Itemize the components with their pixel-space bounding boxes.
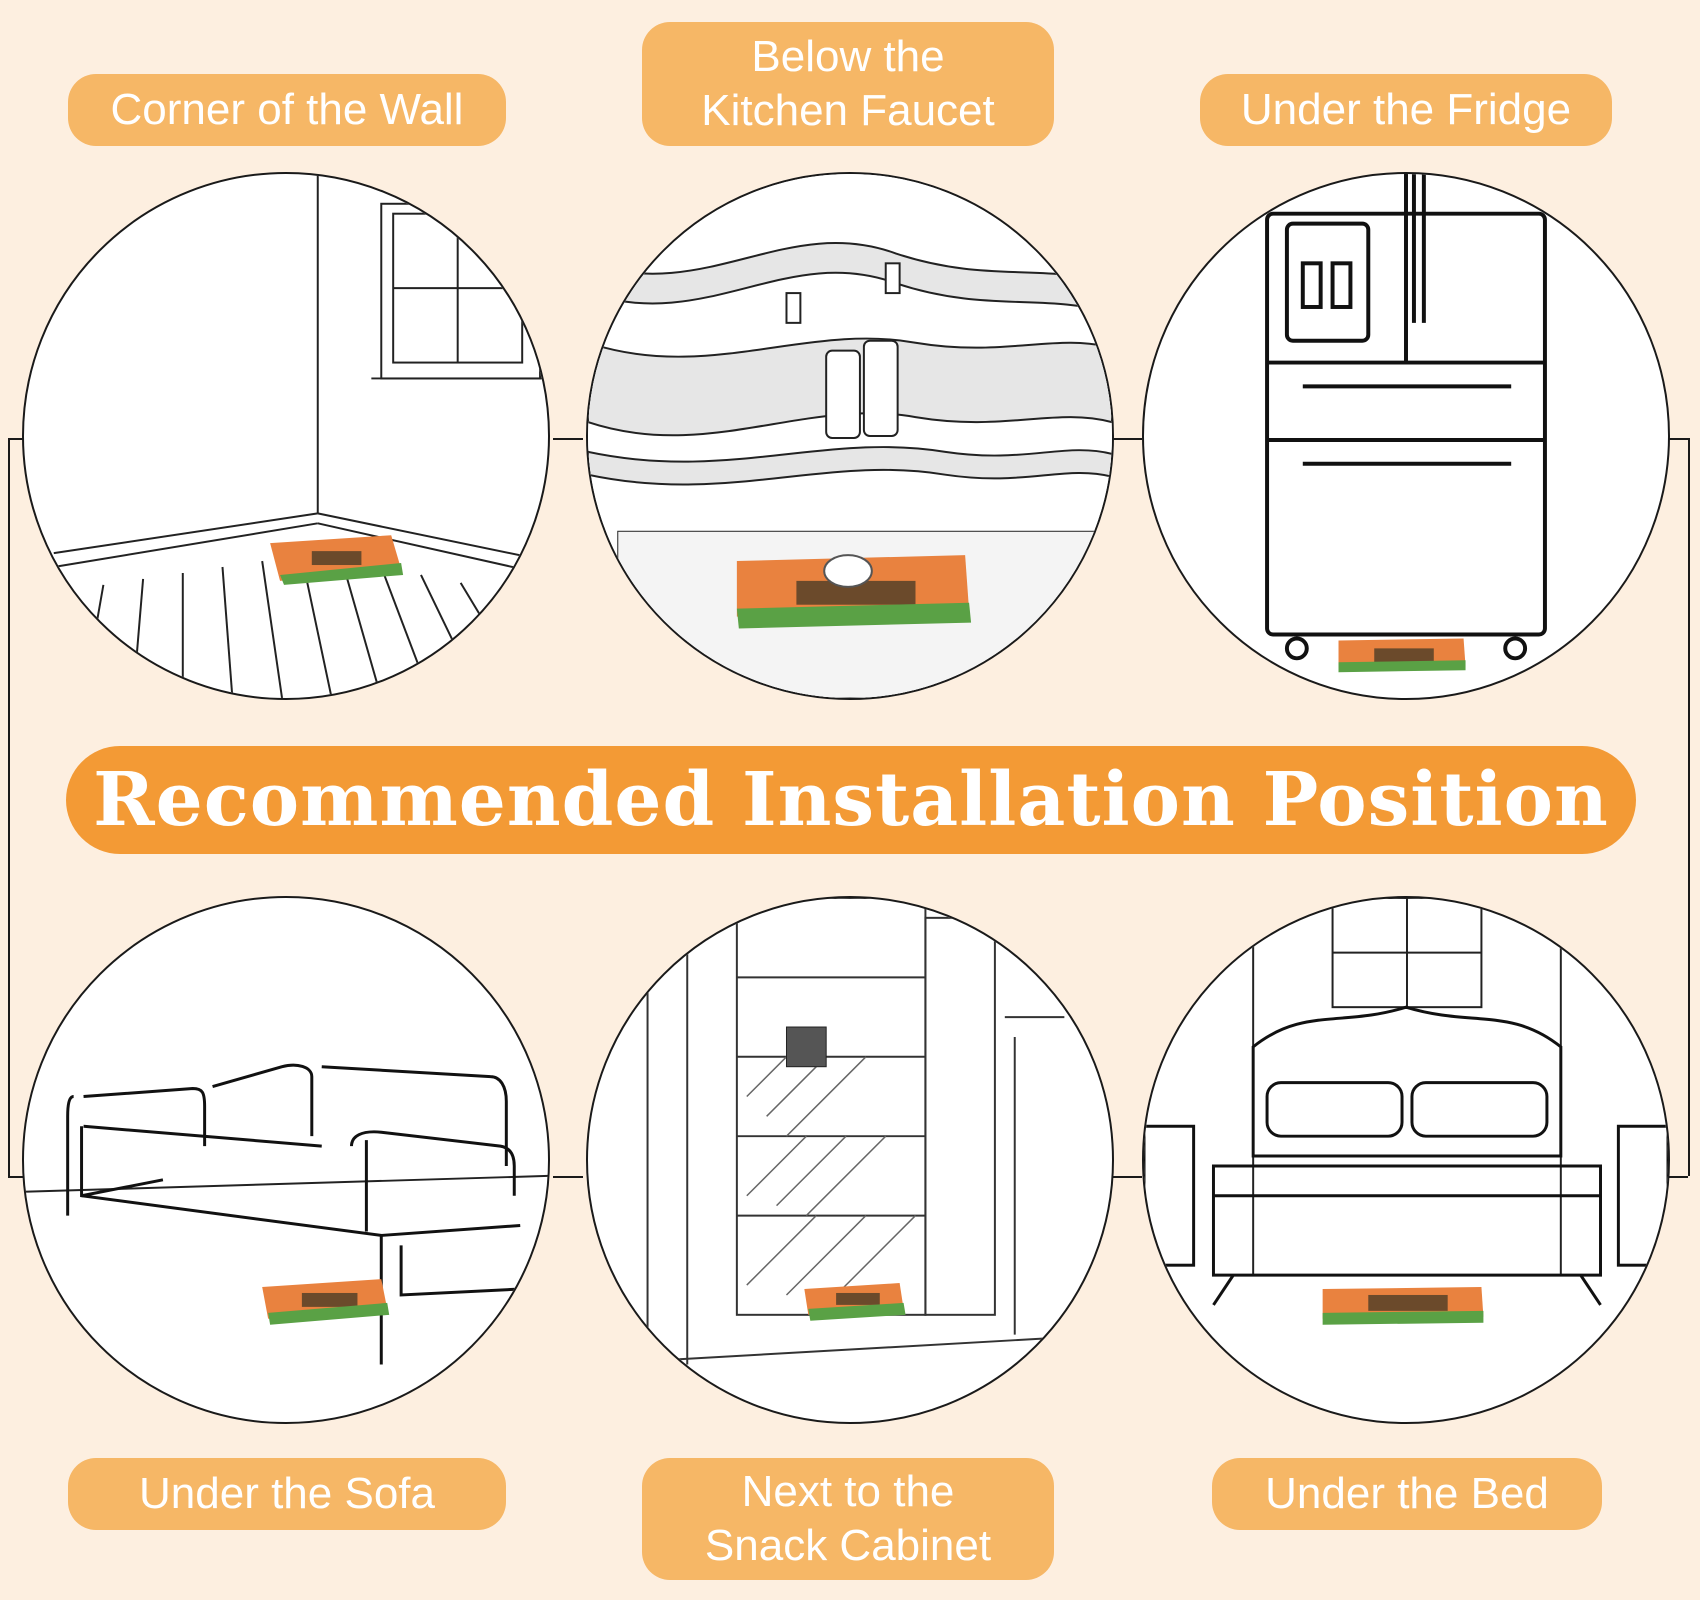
label-text: Under the Bed bbox=[1265, 1469, 1549, 1518]
label-under-bed: Under the Bed bbox=[1212, 1458, 1602, 1530]
label-text-line1: Below the bbox=[751, 32, 945, 81]
label-text-line2: Kitchen Faucet bbox=[701, 86, 995, 135]
bed-icon bbox=[1144, 898, 1668, 1325]
label-text: Under the Sofa bbox=[139, 1469, 435, 1518]
connector-line-top-left bbox=[8, 438, 28, 440]
connector-line-bottom-right bbox=[1668, 1176, 1688, 1178]
connector-line-bottom-mid2 bbox=[1110, 1176, 1142, 1178]
connector-line-left bbox=[8, 438, 10, 1176]
illustration-under-fridge bbox=[1142, 172, 1670, 700]
label-under-fridge: Under the Fridge bbox=[1200, 74, 1612, 146]
trap-icon bbox=[804, 1283, 906, 1321]
headline-banner: Recommended Installation Position bbox=[66, 746, 1636, 854]
trap-icon bbox=[736, 554, 972, 629]
connector-line-bottom-mid1 bbox=[553, 1176, 583, 1178]
label-text: Under the Fridge bbox=[1240, 85, 1572, 134]
label-under-sofa: Under the Sofa bbox=[68, 1458, 506, 1530]
trap-icon bbox=[270, 535, 404, 585]
connector-line-top-mid2 bbox=[1110, 438, 1142, 440]
illustration-corner-of-wall bbox=[22, 172, 550, 700]
connector-line-right bbox=[1688, 438, 1690, 1176]
fridge-icon bbox=[1265, 174, 1547, 673]
label-below-kitchen-faucet: Below the Kitchen Faucet bbox=[642, 22, 1054, 146]
label-text: Corner of the Wall bbox=[110, 85, 464, 134]
connector-line-top-mid1 bbox=[553, 438, 583, 440]
headline-text: Recommended Installation Position bbox=[93, 757, 1609, 843]
connector-line-bottom-left bbox=[8, 1176, 28, 1178]
illustration-next-to-snack-cabinet bbox=[586, 896, 1114, 1424]
illustration-below-kitchen-faucet bbox=[586, 172, 1114, 700]
connector-line-top-right bbox=[1668, 438, 1688, 440]
label-text-line1: Next to the bbox=[741, 1467, 955, 1516]
trap-icon bbox=[1338, 638, 1466, 673]
trap-icon bbox=[262, 1279, 390, 1325]
wall-corner-icon bbox=[32, 174, 548, 698]
pipes-icon bbox=[588, 174, 1112, 698]
trap-icon bbox=[1322, 1287, 1484, 1325]
cabinet-icon bbox=[588, 898, 1112, 1366]
label-text-line2: Snack Cabinet bbox=[704, 1521, 992, 1570]
sofa-icon bbox=[24, 1063, 548, 1365]
label-next-to-snack-cabinet: Next to the Snack Cabinet bbox=[642, 1458, 1054, 1580]
label-corner-of-wall: Corner of the Wall bbox=[68, 74, 506, 146]
illustration-under-sofa bbox=[22, 896, 550, 1424]
illustration-under-bed bbox=[1142, 896, 1670, 1424]
